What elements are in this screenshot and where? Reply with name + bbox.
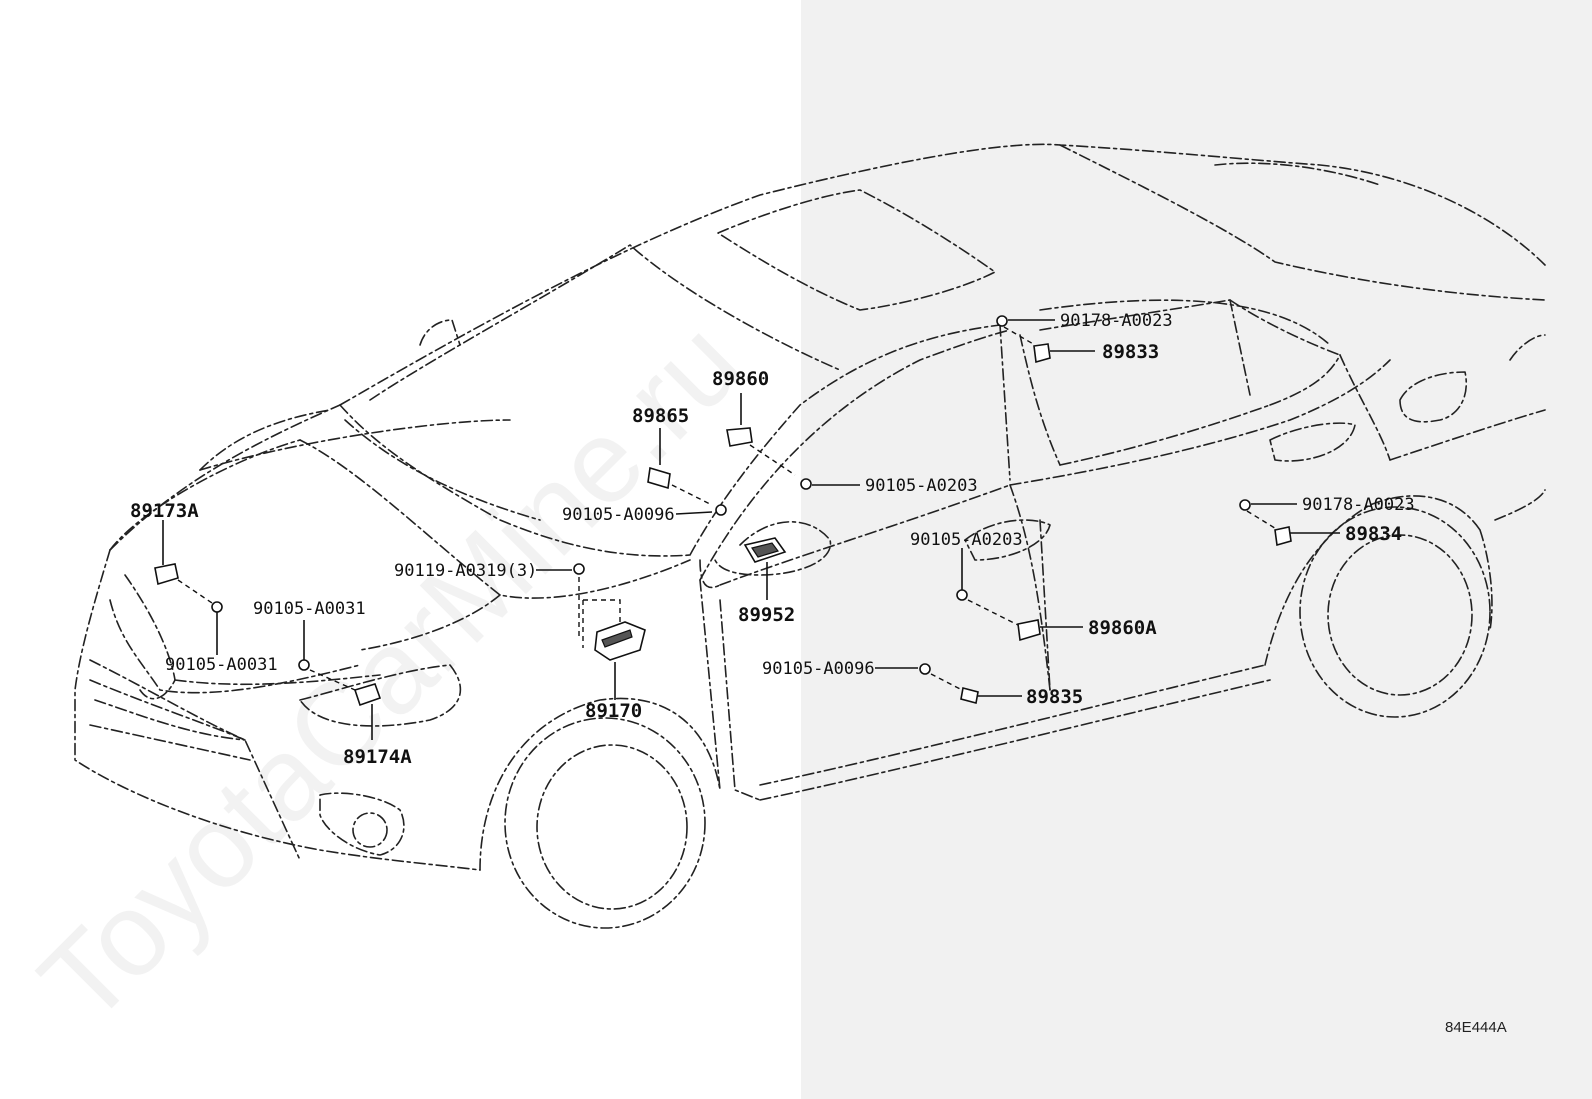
callout-89865: 89865 <box>632 405 713 506</box>
label-89833: 89833 <box>1102 341 1159 363</box>
callout-90105-a0203-b: 90105-A0203 <box>910 530 1023 626</box>
label-90105-a0096-b: 90105-A0096 <box>762 659 875 679</box>
label-89834: 89834 <box>1345 523 1402 545</box>
label-89952: 89952 <box>738 604 795 626</box>
bolt-icon <box>298 659 310 671</box>
callout-90178-a0023-b: 90178-A0023 <box>1239 495 1415 531</box>
label-90105-a0203-b: 90105-A0203 <box>910 530 1023 550</box>
callout-90105-a0031-a: 90105-A0031 <box>253 599 366 691</box>
bolt-icon <box>211 601 223 613</box>
callout-89173a: 89173A <box>130 500 223 613</box>
label-89173a: 89173A <box>130 500 199 522</box>
callout-89952: 89952 <box>738 537 795 626</box>
leader-dash <box>749 444 796 476</box>
label-90178-a0023-a: 90178-A0023 <box>1060 311 1173 331</box>
bolt-icon <box>800 478 812 490</box>
callout-89860a: 89860A <box>1017 617 1157 642</box>
callout-90178-a0023-a: 90178-A0023 <box>996 311 1173 346</box>
callout-89174a: 89174A <box>343 683 412 768</box>
callout-90119: 90119-A0319(3) <box>394 561 585 640</box>
label-89835: 89835 <box>1026 686 1083 708</box>
shaded-background-panel <box>801 0 1592 1099</box>
callout-89835: 89835 <box>960 686 1083 708</box>
car-outline <box>74 143 1546 929</box>
label-89860: 89860 <box>712 368 769 390</box>
diagram-code: 84E444A <box>1445 1019 1507 1036</box>
label-90105-a0031-b: 90105-A0031 <box>165 655 278 675</box>
label-89860a: 89860A <box>1088 617 1157 639</box>
label-89174a: 89174A <box>343 746 412 768</box>
label-89865: 89865 <box>632 405 689 427</box>
callout-89833: 89833 <box>1033 341 1159 364</box>
callout-90105-a0203-a: 90105-A0203 <box>800 476 978 496</box>
callout-90105-a0031-b: 90105-A0031 <box>165 612 278 675</box>
label-89170: 89170 <box>585 700 642 722</box>
bolt-icon <box>573 563 585 575</box>
label-90119: 90119-A0319(3) <box>394 561 537 581</box>
label-90178-a0023-b: 90178-A0023 <box>1302 495 1415 515</box>
label-90105-a0031-a: 90105-A0031 <box>253 599 366 619</box>
bolt-icon <box>715 504 727 516</box>
callout-89170: 89170 <box>582 599 646 722</box>
callout-89860: 89860 <box>712 368 769 447</box>
bolt-icon <box>919 663 931 675</box>
label-90105-a0203: 90105-A0203 <box>865 476 978 496</box>
callout-90105-a0096-a: 90105-A0096 <box>562 504 727 525</box>
callout-89834: 89834 <box>1274 523 1402 547</box>
callout-90105-a0096-b: 90105-A0096 <box>762 659 963 691</box>
clip-icon <box>1239 499 1251 511</box>
label-90105-a0096: 90105-A0096 <box>562 505 675 525</box>
clip-icon <box>996 315 1008 327</box>
bolt-icon <box>956 589 968 601</box>
